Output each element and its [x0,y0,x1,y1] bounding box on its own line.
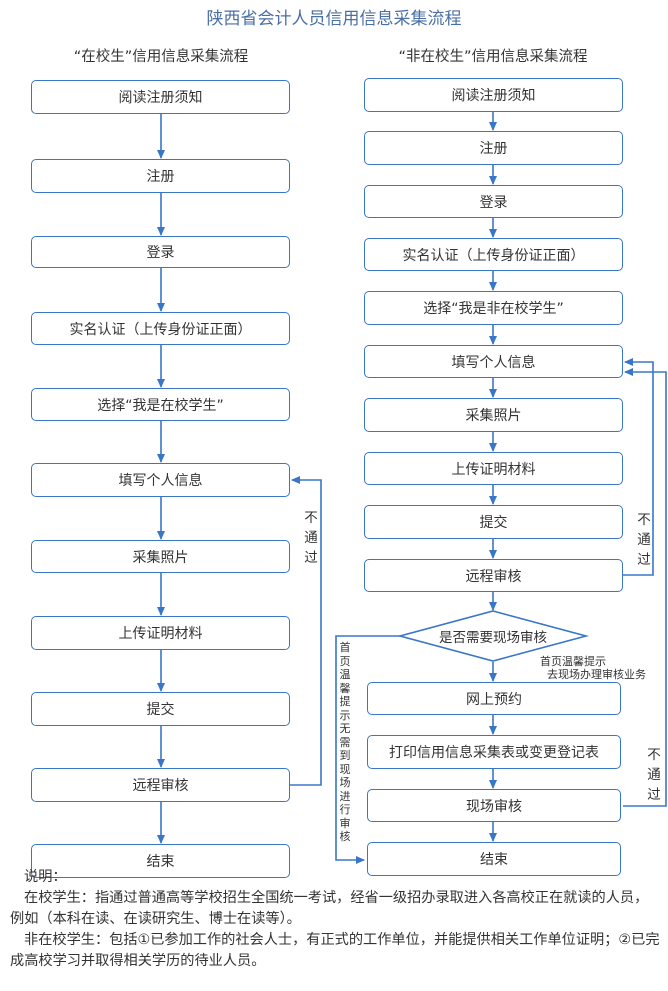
page-title: 陕西省会计人员信用信息采集流程 [206,9,462,29]
yes-branch-note-2: 去现场办理审核业务 [547,668,646,681]
right-step-register: 注册 [364,131,623,165]
left-step-end: 结束 [31,844,290,878]
left-step-login: 登录 [31,236,290,268]
right-step-photo: 采集照片 [364,398,623,432]
left-step-fill-info: 填写个人信息 [31,463,290,497]
yes-branch-note-1: 首页温馨提示 [540,655,606,668]
left-step-register: 注册 [31,159,290,193]
right-step-end: 结束 [367,842,621,876]
left-step-submit: 提交 [31,692,290,726]
right-column-heading: “非在校生”信用信息采集流程 [398,49,588,65]
left-column-heading: “在校生”信用信息采集流程 [73,49,249,65]
notes-nonstudent-definition: 非在校学生：包括①已参加工作的社会人士，有正式的工作单位，并能提供相关工作单位证… [10,932,660,969]
notes-student-definition: 在校学生：指通过普通高等学校招生全国统一考试，经省一级招办录取进入各高校正在就读… [10,890,649,927]
right-step-fill-info: 填写个人信息 [364,345,623,378]
right-reject-label-1: 不通过 [637,512,651,568]
decision-label: 是否需要现场审核 [439,630,547,646]
right-reject-label-2: 不通过 [647,747,661,803]
left-step-realname: 实名认证（上传身份证正面） [31,312,290,345]
right-step-online-appointment: 网上预约 [367,682,621,715]
right-step-read-notice: 阅读注册须知 [364,78,623,112]
right-step-submit: 提交 [364,505,623,539]
notes-section: 说明： 在校学生：指通过普通高等学校招生全国统一考试，经省一级招办录取进入各高校… [10,867,662,972]
left-step-upload: 上传证明材料 [31,616,290,650]
left-reject-label: 不通过 [304,510,318,566]
right-step-upload: 上传证明材料 [364,452,623,485]
right-step-login: 登录 [364,185,623,218]
right-step-select-nonstudent: 选择“我是非在校学生” [364,291,623,325]
left-step-photo: 采集照片 [31,540,290,573]
right-step-realname: 实名认证（上传身份证正面） [364,238,623,271]
left-step-remote-review: 远程审核 [31,768,290,802]
decision-diamond [396,610,590,662]
left-step-read-notice: 阅读注册须知 [31,80,290,114]
no-branch-note: 首页温馨提示无需到现场进行审核 [339,641,351,843]
notes-heading: 说明： [24,869,67,885]
right-step-remote-review: 远程审核 [364,559,623,592]
right-step-print-form: 打印信用信息采集表或变更登记表 [367,735,621,769]
left-step-select-student: 选择“我是在校学生” [31,388,290,421]
right-step-onsite-review: 现场审核 [367,789,621,822]
